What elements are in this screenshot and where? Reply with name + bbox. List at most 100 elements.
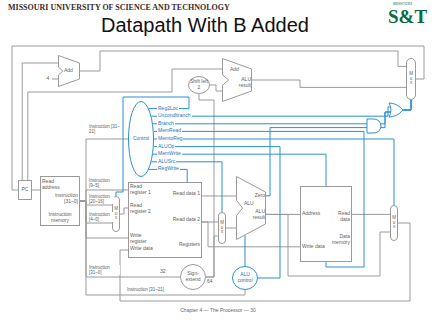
memory-block: AddressRead dataWrite dataData memory xyxy=(300,186,352,262)
bit-field-label: Instruction [9–5] xyxy=(88,178,114,188)
logo-text: MISSOURI xyxy=(393,2,412,7)
bit-field-label: Instruction [31–21] xyxy=(126,287,165,292)
node-text: ALU result xyxy=(234,77,251,89)
node-text: M u x xyxy=(114,207,119,221)
control-unit: Control xyxy=(128,101,154,177)
outline-shape xyxy=(181,265,206,290)
register-file: Read register 1 Read register 2 Write regi… xyxy=(128,182,202,258)
node-text: Read data xyxy=(327,211,350,223)
node-text: M u x xyxy=(220,221,225,235)
multiplexer: M u x xyxy=(406,58,416,100)
control-signal-wire xyxy=(245,235,246,266)
bit-width-label: 32 xyxy=(160,269,166,275)
signal-name: ALUSrc xyxy=(157,159,176,165)
node-text: M u x xyxy=(409,72,414,86)
node-text: ALU control xyxy=(233,272,257,284)
node-text: M u x xyxy=(392,216,397,230)
bit-field-label: Instruction [20–16] xyxy=(88,194,114,204)
datapath-wire xyxy=(252,80,406,87)
node-text: ALU xyxy=(244,201,258,207)
signal-name: MemWrite xyxy=(157,151,182,157)
node-text: Instruction memory xyxy=(42,212,78,224)
outline-shape xyxy=(59,56,80,87)
node-text: ALU result xyxy=(249,209,265,221)
and-gate xyxy=(367,119,381,133)
node-text: Read register 2 xyxy=(130,203,158,215)
datapath-wire xyxy=(352,214,390,215)
outline-shape xyxy=(391,206,398,241)
node-text: Read data 2 xyxy=(172,217,200,223)
memory-block: Read addressInstruction [31–0]Instructio… xyxy=(40,176,80,226)
node-text: Write data xyxy=(302,244,327,250)
bit-field-label: Instruction [4–0] xyxy=(88,212,114,222)
datapath-wire xyxy=(206,236,218,277)
node-outline xyxy=(300,186,352,262)
node-text: Address xyxy=(302,211,326,217)
node-text: Sign-extend xyxy=(181,271,205,283)
register-box: PC xyxy=(18,180,32,200)
datapath-wire xyxy=(12,46,424,190)
constant-label: 4 xyxy=(47,76,50,82)
outline-shape xyxy=(129,183,202,258)
datapath-wire xyxy=(80,201,128,238)
node-text: Control xyxy=(129,136,153,142)
outline-shape xyxy=(19,181,32,200)
outline-shape xyxy=(407,59,416,100)
adder: Add xyxy=(58,55,80,87)
datapath-wire xyxy=(28,69,222,180)
signal-name: MemRead xyxy=(157,128,182,134)
datapath-wire xyxy=(202,195,236,196)
control-signal-wire xyxy=(266,100,411,196)
node-text: Read register 1 xyxy=(130,184,158,196)
outline-shape xyxy=(219,213,226,244)
datapath-wire xyxy=(32,190,40,191)
outline-shape xyxy=(41,177,80,226)
outline-shape xyxy=(223,59,252,102)
node-outline xyxy=(236,176,266,240)
alu: ZeroALU ALU result xyxy=(236,176,266,240)
outline-shape xyxy=(301,187,352,262)
datapath-wire xyxy=(226,228,236,229)
multiplexer: M u x xyxy=(218,212,226,244)
shift-unit: Shift left 2 xyxy=(188,76,210,94)
footer-text: Chapter 4 — The Processor — 30 xyxy=(0,308,436,314)
node-text: Registers xyxy=(168,242,200,248)
signal-name: Reg2Loc xyxy=(157,106,179,112)
signal-name: Branch xyxy=(157,121,175,127)
node-text: PC xyxy=(19,187,31,193)
node-text: Read data 1 xyxy=(172,191,200,197)
signal-name: MemtoReg xyxy=(157,136,183,142)
signal-name: RegWrite xyxy=(157,166,180,172)
node-text: Write data xyxy=(130,246,158,252)
outline-shape xyxy=(189,77,210,94)
sign-extend-unit: Sign-extend xyxy=(180,264,206,290)
multiplexer: M u x xyxy=(390,205,398,241)
bit-field-label: Instruction [31–21] xyxy=(88,124,122,134)
outline-shape xyxy=(233,267,258,290)
signal-name: ALUOp xyxy=(157,144,175,150)
logo-text: S&T xyxy=(388,6,427,28)
node-text: Write register xyxy=(130,233,158,245)
or-gate xyxy=(389,103,403,117)
outline-shape xyxy=(129,102,154,177)
alu-control-unit: ALU control xyxy=(232,266,258,290)
node-text: Shift left 2 xyxy=(189,79,209,91)
node-text: Read address xyxy=(42,179,62,191)
adder: AddALU result xyxy=(222,58,252,102)
bit-field-label: Instruction [31–0] xyxy=(88,265,120,275)
outline-shape xyxy=(237,177,266,240)
bit-width-label: 64 xyxy=(207,279,213,285)
node-text: Add xyxy=(230,67,244,73)
datapath-wire xyxy=(120,208,128,214)
node-text: Zero xyxy=(249,193,265,199)
slide-title: Datapath With B Added xyxy=(60,14,350,37)
node-text: Data memory xyxy=(327,234,350,246)
datapath-wire xyxy=(210,85,222,91)
control-signal-wire xyxy=(154,139,394,205)
node-text: Add xyxy=(64,68,78,74)
constant-wire xyxy=(52,79,58,80)
header-text: MISSOURI UNIVERSITY OF SCIENCE AND TECHN… xyxy=(8,3,230,12)
